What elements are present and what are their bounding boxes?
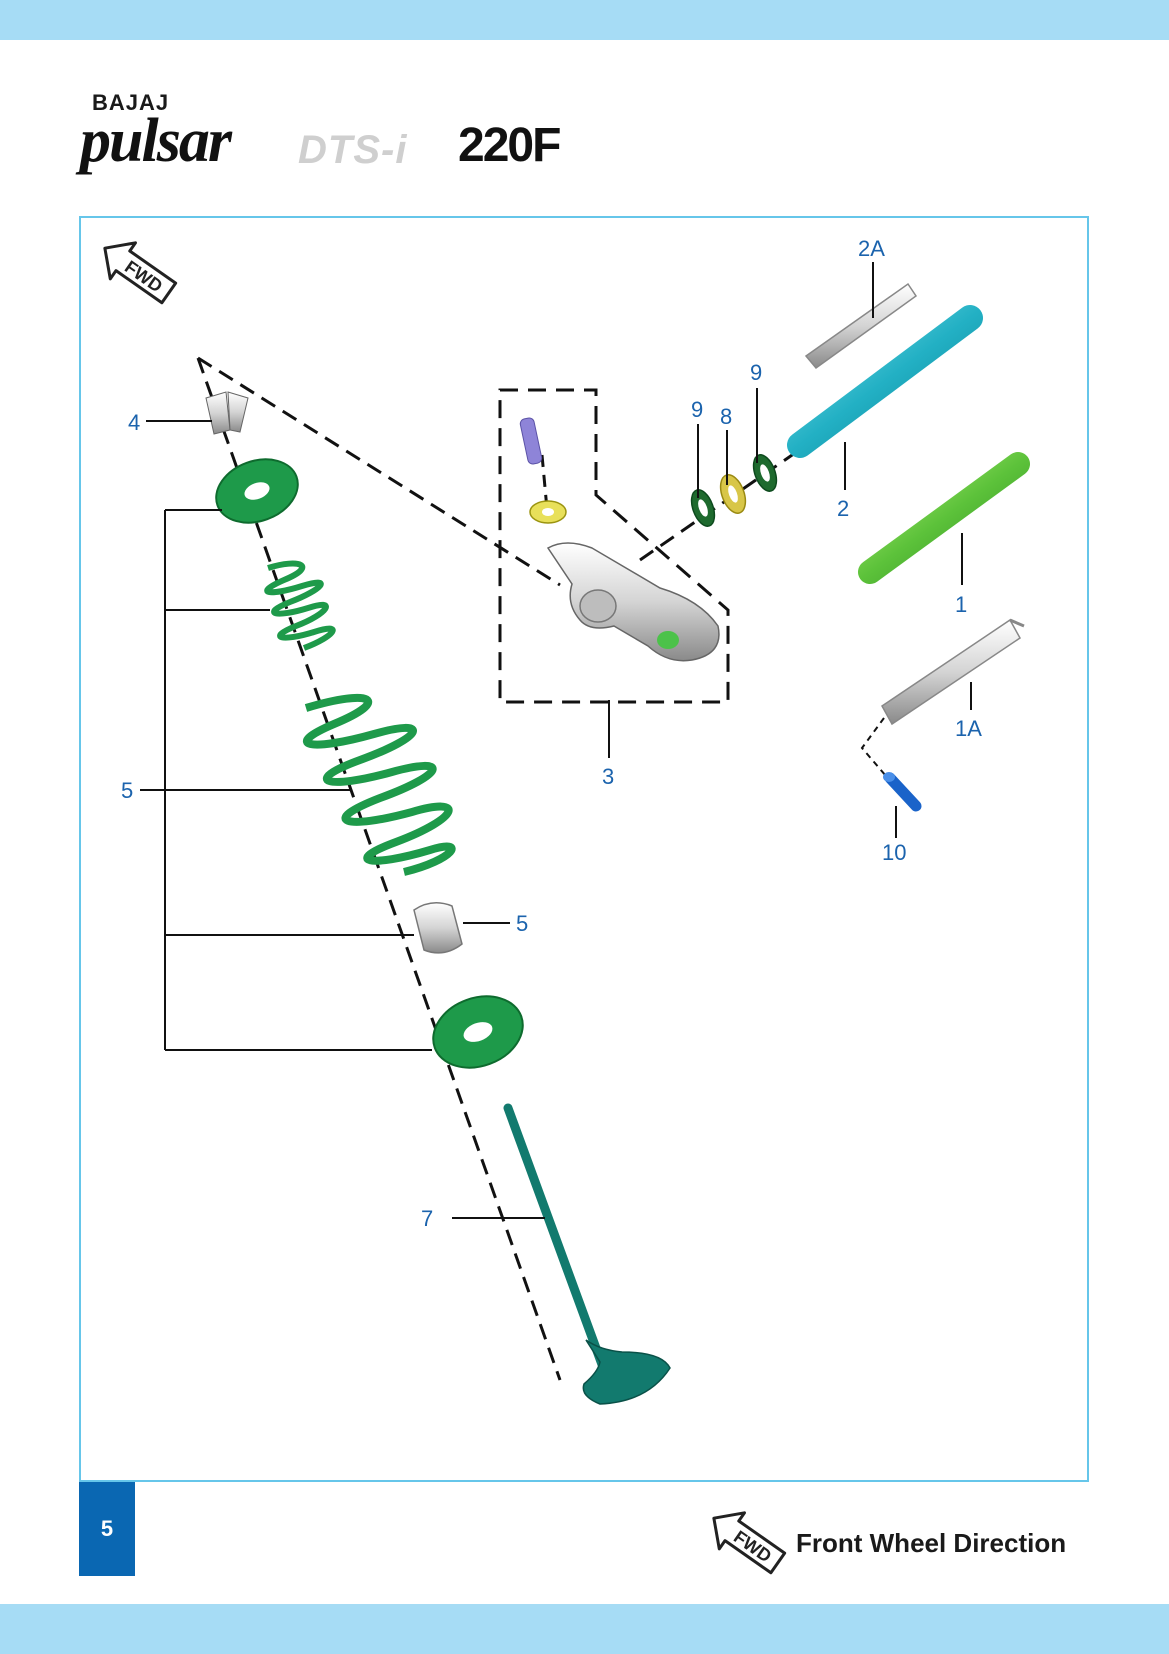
callout-5-left: 5 — [121, 778, 133, 803]
callout-9b: 9 — [750, 360, 762, 385]
spring-seat-part — [413, 902, 463, 954]
bottom-band — [0, 1604, 1169, 1654]
callout-1a: 1A — [955, 716, 982, 741]
washer-8-part — [719, 474, 747, 514]
washer-9a-part — [690, 489, 716, 527]
callout-4: 4 — [128, 410, 140, 435]
callout-8: 8 — [720, 404, 732, 429]
model-script: pulsar — [80, 107, 232, 175]
inner-spring-part — [264, 560, 336, 651]
diagram-frame — [79, 216, 1089, 1482]
bolt-link-line — [860, 717, 887, 777]
bolt-10-part — [883, 772, 922, 812]
rocker-arm-part — [519, 417, 720, 662]
valve-part — [503, 1103, 671, 1405]
leader-lines — [140, 262, 972, 1219]
top-band — [0, 0, 1169, 40]
callout-2a: 2A — [858, 236, 885, 261]
spring-retainer-top-part — [215, 458, 299, 524]
callout-2: 2 — [837, 496, 849, 521]
callout-3: 3 — [602, 764, 614, 789]
fwd-legend-arrow-icon: FWD — [712, 1511, 787, 1575]
brand-name: BAJAJ — [92, 90, 170, 115]
callout-5-right: 5 — [516, 911, 528, 936]
rocker-shaft-1-part — [858, 452, 1030, 584]
model-series: DTS-i — [298, 128, 408, 172]
outer-spring-part — [302, 693, 456, 876]
washer-9b-part — [752, 454, 778, 492]
valve-cotter-part — [205, 391, 249, 435]
shaft-1a-part — [881, 618, 1025, 726]
brand-logo: BAJAJ pulsar DTS-i 220F — [76, 88, 596, 203]
page-number: 5 — [100, 1516, 114, 1541]
callout-1: 1 — [955, 592, 967, 617]
fwd-legend-label: Front Wheel Direction — [796, 1528, 1067, 1558]
callout-9a: 9 — [691, 397, 703, 422]
rocker-shaft-2-part — [787, 305, 983, 458]
fwd-arrow-icon: FWD — [103, 241, 178, 305]
callout-7: 7 — [421, 1206, 433, 1231]
valve-axis-line — [196, 357, 562, 1381]
callout-10: 10 — [882, 840, 906, 865]
spring-retainer-bottom-part — [432, 995, 524, 1069]
rocker-assembly-boundary — [498, 388, 730, 704]
page-number-badge: 5 — [79, 1482, 135, 1576]
pin-axis-line — [540, 454, 550, 521]
model-variant: 220F — [458, 119, 561, 172]
